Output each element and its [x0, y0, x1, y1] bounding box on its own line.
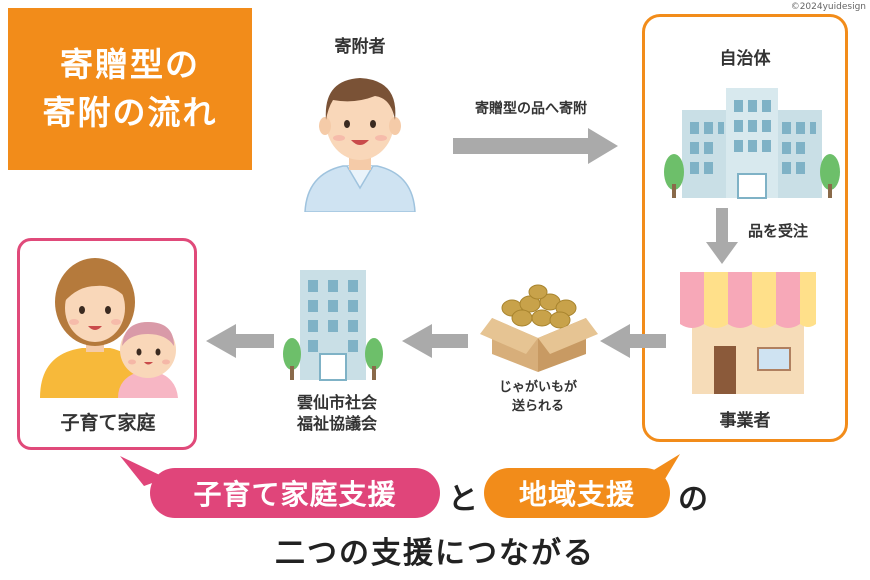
potato-label-line-2: 送られる: [511, 399, 564, 414]
bottom-message: 二つの支援につながる: [275, 536, 595, 571]
city-hall-building-illustration: [664, 88, 840, 199]
order-arrow-label: 品を受注: [748, 222, 809, 240]
council-building-illustration: [283, 270, 383, 381]
arrow-down-icon: [706, 208, 738, 264]
donor-label: 寄附者: [334, 37, 386, 57]
donor-person-illustration: [304, 78, 416, 212]
donation-arrow-label: 寄贈型の品へ寄附: [475, 101, 587, 117]
municipality-business-frame: [642, 14, 848, 442]
family-support-pill: 子育て家庭支援: [150, 468, 440, 518]
family-frame: [17, 238, 197, 450]
potato-label-line-1: じゃがいもが: [498, 380, 577, 395]
title-line-2: 寄附の流れ: [42, 93, 218, 132]
potato-label: じゃがいもが 送られる: [468, 378, 608, 416]
connector-text: と: [448, 482, 478, 517]
shop-illustration: [680, 272, 816, 394]
suffix-text: の: [678, 482, 708, 517]
title-line-1: 寄贈型の: [60, 45, 200, 84]
potato-box-illustration: [480, 284, 598, 372]
regional-support-pill: 地域支援: [484, 468, 670, 518]
business-label: 事業者: [719, 411, 771, 431]
council-label-line-1: 雲仙市社会: [296, 393, 377, 412]
title-box: 寄贈型の 寄附の流れ: [8, 8, 252, 170]
arrow-left-icon: [402, 324, 468, 358]
family-label: 子育て家庭: [60, 412, 156, 434]
arrow-left-icon: [206, 324, 274, 358]
arrow-left-icon: [600, 324, 666, 358]
copyright-text: ©2024yuidesign: [790, 2, 866, 12]
council-label: 雲仙市社会 福祉協議会: [262, 392, 412, 434]
council-label-line-2: 福祉協議会: [296, 414, 377, 433]
municipality-label: 自治体: [719, 49, 771, 69]
parent-and-child-illustration: [40, 258, 178, 398]
arrow-right-icon: [453, 128, 618, 164]
